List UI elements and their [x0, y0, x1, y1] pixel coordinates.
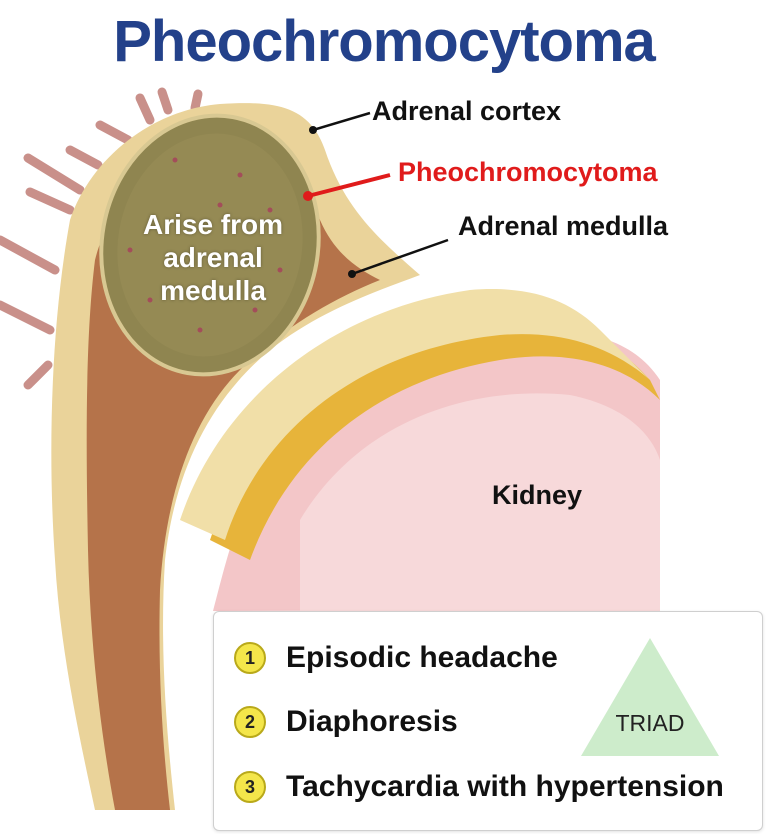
- triad-item-1: 1 Episodic headache: [234, 638, 558, 678]
- triad-item-text: Tachycardia with hypertension: [286, 770, 724, 803]
- triad-label: TRIAD: [615, 710, 685, 736]
- adrenal-cortex-label: Adrenal cortex: [372, 96, 562, 126]
- tumor-note-line-3: medulla: [160, 275, 266, 306]
- kidney-label: Kidney: [492, 480, 583, 510]
- tumor-note: Arise from adrenal medulla: [128, 208, 298, 307]
- triad-item-text: Episodic headache: [286, 641, 558, 674]
- capsule-band: [180, 289, 650, 540]
- pointer-lines: [303, 111, 449, 278]
- number-badge: 3: [234, 771, 266, 803]
- blood-vessels: [0, 87, 203, 390]
- triad-triangle-icon: [581, 638, 719, 756]
- page-title: Pheochromocytoma: [113, 9, 656, 74]
- triad-item-text: Diaphoresis: [286, 705, 458, 738]
- kidney-fat-layer: [210, 319, 660, 560]
- pheochromocytoma-label: Pheochromocytoma: [398, 157, 658, 187]
- adrenal-medulla-label: Adrenal medulla: [458, 211, 669, 241]
- triad-box: 1 Episodic headache 2 Diaphoresis 3 Tach…: [213, 611, 763, 831]
- triad-item-3: 3 Tachycardia with hypertension: [234, 767, 724, 807]
- tumor-note-line-2: adrenal: [163, 242, 263, 273]
- triad-item-2: 2 Diaphoresis: [234, 702, 458, 742]
- tumor-note-line-1: Arise from: [142, 209, 284, 240]
- number-badge: 1: [234, 642, 266, 674]
- number-badge: 2: [234, 706, 266, 738]
